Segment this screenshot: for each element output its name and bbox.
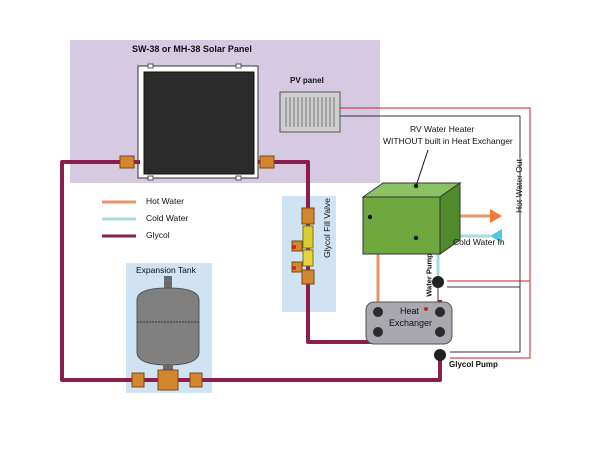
pv-wiring <box>340 107 531 359</box>
legend <box>102 200 136 238</box>
heater-leader-line <box>415 149 429 187</box>
panel-fittings <box>119 155 275 169</box>
pv-panel-label: PV panel <box>290 76 324 85</box>
cold-water-in-label: Cold Water In <box>453 237 505 247</box>
legend-cold-water-label: Cold Water <box>146 213 189 223</box>
rv-water-heater <box>361 182 462 255</box>
glycol-pump <box>434 349 446 361</box>
legend-glycol-label: Glycol <box>146 230 170 240</box>
expansion-tank-label: Expansion Tank <box>136 265 196 275</box>
solar-panel <box>137 63 259 181</box>
expansion-tank <box>131 276 203 391</box>
water-pump <box>432 276 444 288</box>
water-pump-label: Water Pump <box>424 253 434 297</box>
glycol-fill-valve-label: Glycol Fill Valve <box>322 198 332 258</box>
hot-water-out-arrow <box>490 209 502 223</box>
heat-exchanger-label-line1: Heat <box>400 306 420 316</box>
glycol-fill-valve <box>291 207 315 285</box>
glycol-pump-label: Glycol Pump <box>449 360 498 369</box>
water-heater-label-line2: WITHOUT built in Heat Exchanger <box>383 136 513 146</box>
water-heater-label-line1: RV Water Heater <box>410 124 475 134</box>
heat-exchanger <box>365 301 453 345</box>
solar-panel-title: SW-38 or MH-38 Solar Panel <box>132 44 252 54</box>
cold-water-in-arrow <box>490 229 502 243</box>
hot-water-out-label: Hot Water Out <box>514 158 524 214</box>
legend-hot-water-label: Hot Water <box>146 196 184 206</box>
pv-panel <box>279 91 341 133</box>
heat-exchanger-label-line2: Exchanger <box>389 318 433 328</box>
